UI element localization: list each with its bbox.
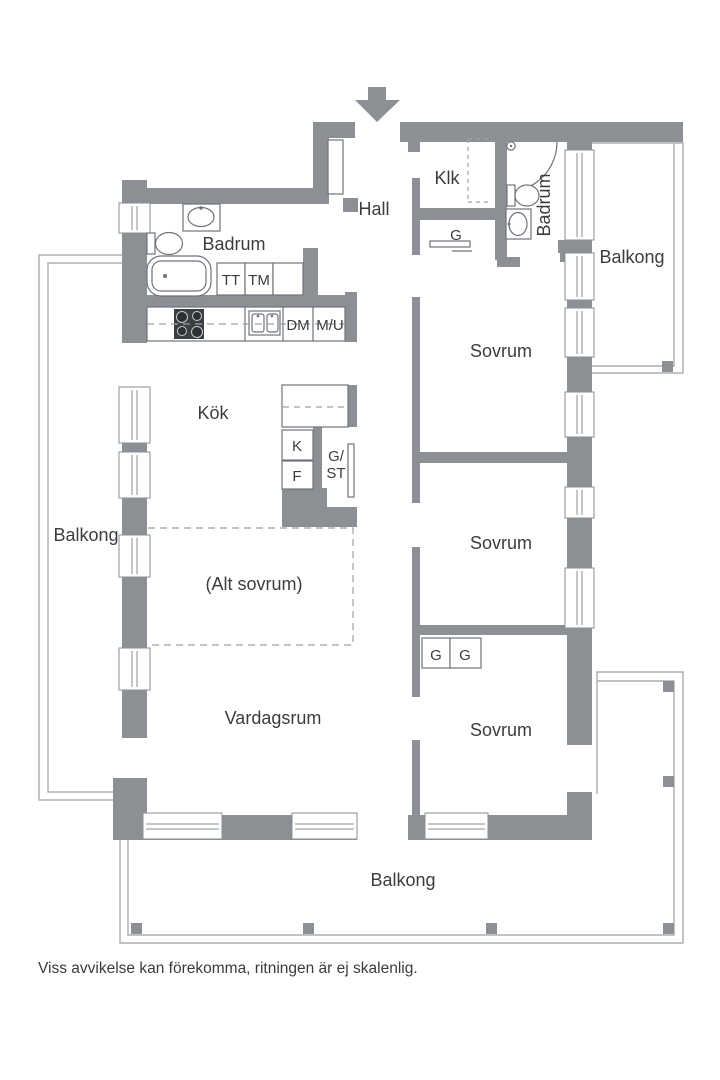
high-cabinet-box (281, 384, 349, 428)
window (291, 812, 358, 840)
closet-label-g-hall: G (450, 227, 462, 244)
balkong-bottom-outline (119, 671, 684, 944)
balcony-posts (131, 361, 674, 934)
room-label-balkong-left: Balkong (53, 525, 118, 545)
balkong-top-right-inner-outline (592, 143, 675, 367)
window (118, 647, 151, 691)
closet-door-leaf (347, 443, 355, 498)
room-label-badrum-right: Badrum (534, 173, 554, 236)
window (564, 391, 595, 438)
alt-sovrum-dashed-outline (148, 527, 354, 646)
toilet-icon (146, 231, 184, 256)
kitchen-sink-icon (248, 310, 281, 336)
room-labels: Hall Klk G Badrum Balkong Badrum TT TM D… (53, 168, 664, 890)
room-label-balkong-top-right: Balkong (599, 247, 664, 267)
room-label-sovrum-middle: Sovrum (470, 533, 532, 553)
appliance-label-kyl: K (292, 438, 302, 455)
fridge-freezer-boxes (281, 429, 314, 490)
room-label-kok: Kök (197, 403, 229, 423)
balkong-top-right-outline (592, 142, 684, 374)
closet-label-gst-2: ST (326, 465, 345, 482)
klk-dashed-wardrobe (467, 138, 492, 203)
disclaimer-text: Viss avvikelse kan förekomma, ritningen … (38, 960, 418, 977)
window (142, 812, 223, 840)
room-label-klk: Klk (434, 168, 460, 188)
window (564, 307, 595, 358)
windows (118, 149, 595, 840)
window (424, 812, 489, 840)
window (118, 386, 151, 444)
room-label-alt-sovrum: (Alt sovrum) (205, 574, 302, 594)
dashed-annotations (147, 138, 492, 646)
window (564, 149, 595, 241)
closet-label-g2: G (459, 647, 471, 664)
window (564, 252, 595, 301)
appliance-label-frys: F (292, 468, 301, 485)
balkong-bottom-inner-outline (127, 680, 675, 936)
window (564, 567, 595, 629)
balcony-outlines (38, 142, 684, 944)
fixtures (146, 139, 558, 669)
window (118, 202, 151, 234)
appliance-label-dm: DM (286, 317, 309, 334)
toilet-icon (506, 184, 540, 207)
washbasin-icon (505, 208, 532, 240)
room-label-sovrum-top: Sovrum (470, 341, 532, 361)
entrance-door-leaf (327, 139, 344, 195)
room-label-hall: Hall (358, 199, 389, 219)
bathtub-fixture (146, 255, 212, 297)
washbasin-icon (182, 203, 221, 232)
closet-label-g1: G (430, 647, 442, 664)
window (118, 534, 151, 578)
wardrobe-boxes (421, 637, 482, 669)
closet-label-gst-1: G/ (328, 448, 345, 465)
door-openings (119, 343, 595, 840)
appliance-label-tt: TT (222, 272, 240, 289)
appliance-label-tm: TM (248, 272, 270, 289)
room-label-vardagsrum: Vardagsrum (225, 708, 322, 728)
entrance-arrow-icon (355, 87, 400, 122)
room-label-sovrum-bottom: Sovrum (470, 720, 532, 740)
window (564, 486, 595, 519)
window (118, 451, 151, 499)
room-label-badrum-left: Badrum (202, 234, 265, 254)
washer-dryer-boxes (216, 262, 304, 296)
room-label-balkong-bottom: Balkong (370, 870, 435, 890)
appliance-label-mu: M/U (316, 317, 344, 334)
hall-closet-rail (429, 240, 472, 252)
